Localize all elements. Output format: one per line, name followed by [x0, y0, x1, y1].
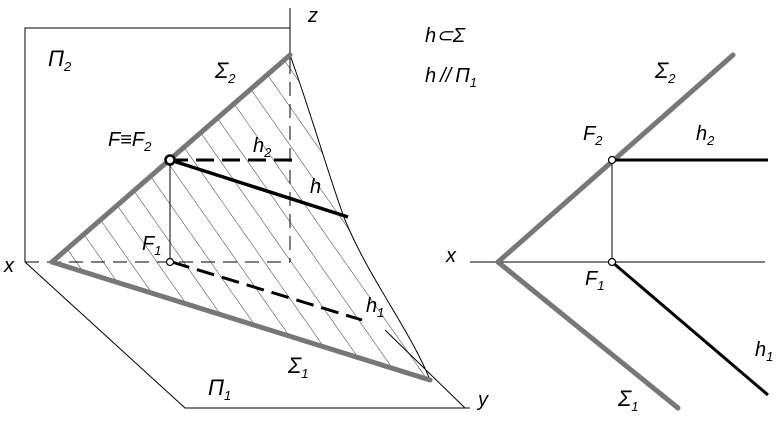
label-axis-z: z — [307, 5, 318, 27]
label-pi2: Π2 — [48, 46, 72, 74]
label-pi1: Π1 — [208, 375, 231, 403]
plane-sigma-boundary — [289, 54, 431, 381]
label-h2-left: h2 — [253, 135, 272, 160]
label-h1-left: h1 — [366, 295, 384, 320]
label-h-left: h — [310, 176, 321, 198]
horizontal-plane-frame — [24, 261, 470, 409]
label-sigma2-left: Σ2 — [214, 58, 236, 86]
label-f1-left: F1 — [142, 233, 161, 258]
label-f2-right: F2 — [583, 123, 603, 148]
point-f — [164, 154, 176, 166]
point-f1-left — [165, 257, 175, 267]
label-sigma2-right: Σ2 — [654, 58, 676, 86]
epure-view: Σ2 Σ1 F2 F1 h2 h1 x — [445, 52, 773, 414]
point-f2-right — [607, 155, 617, 165]
label-axis-x-right: x — [445, 245, 457, 267]
label-h2-right: h2 — [696, 123, 715, 148]
label-axis-y: y — [476, 389, 489, 411]
point-f1-right — [607, 257, 617, 267]
spatial-view: Π2 z x y Σ2 Σ1 Π1 F≡F2 F1 h2 h h1 — [3, 5, 489, 411]
line-h — [169, 158, 349, 219]
label-f1-right: F1 — [585, 268, 604, 293]
relation-h-in-sigma: h⊂Σ — [425, 25, 466, 47]
label-f-equiv-f2: F≡F2 — [108, 129, 152, 154]
label-h1-right: h1 — [755, 339, 773, 364]
relations: h⊂Σ h//Π1 — [425, 25, 477, 90]
line-h1-right — [611, 260, 769, 397]
label-sigma1-left: Σ1 — [287, 353, 308, 381]
trace-sigma1 — [49, 259, 433, 383]
line-h1-dashed — [171, 260, 363, 322]
label-sigma1-right: Σ1 — [617, 386, 638, 414]
frontal-plane-frame — [24, 27, 290, 262]
trace-sigma1-right — [495, 259, 681, 411]
label-axis-x-left: x — [3, 255, 15, 277]
plane-sigma-surface — [52, 55, 430, 380]
relation-h-parallel-pi1: h//Π1 — [425, 65, 477, 90]
